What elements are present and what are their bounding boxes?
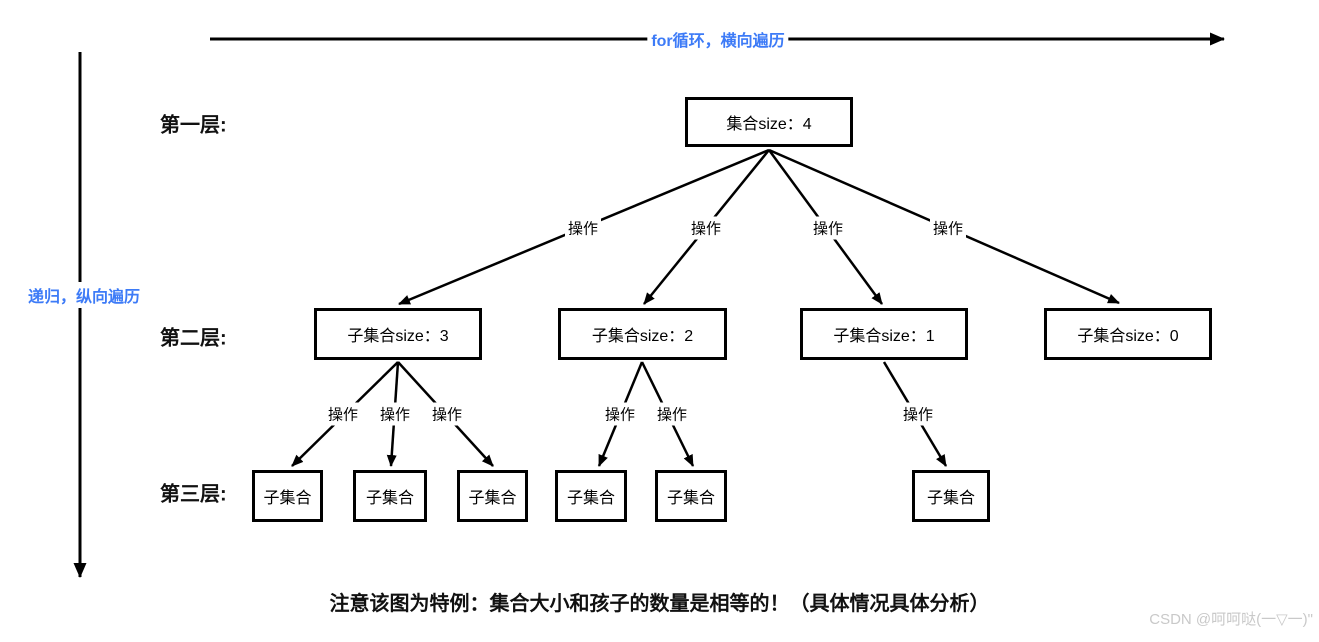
edge-label-op-2: 操作 — [687, 216, 725, 240]
tree-node-root: 集合size：4 — [685, 97, 853, 147]
edge-label-op-4: 操作 — [929, 216, 967, 240]
tree-node-l3-1: 子集合 — [252, 470, 323, 522]
edge-label-op-7: 操作 — [428, 402, 466, 426]
special-case-note: 注意该图为特例：集合大小和孩子的数量是相等的！（具体情况具体分析） — [329, 593, 990, 615]
edge-label-op-1: 操作 — [564, 216, 602, 240]
tree-node-l2-2: 子集合size：2 — [558, 308, 727, 360]
edge-label-op-8: 操作 — [601, 402, 639, 426]
tree-node-l2-4: 子集合size：0 — [1044, 308, 1212, 360]
row-label-level-2: 第二层: — [160, 327, 227, 350]
tree-node-l2-1: 子集合size：3 — [314, 308, 482, 360]
tree-node-l3-6: 子集合 — [912, 470, 990, 522]
row-label-level-3: 第三层: — [160, 483, 227, 506]
edge-label-op-10: 操作 — [899, 402, 937, 426]
edge-label-op-3: 操作 — [809, 216, 847, 240]
csdn-watermark: CSDN @呵呵哒(一▽一)" — [1149, 611, 1313, 628]
edge-label-op-9: 操作 — [653, 402, 691, 426]
tree-node-l3-2: 子集合 — [353, 470, 427, 522]
row-label-level-1: 第一层: — [160, 114, 227, 137]
tree-node-l2-3: 子集合size：1 — [800, 308, 968, 360]
tree-node-l3-3: 子集合 — [457, 470, 528, 522]
edge-label-op-5: 操作 — [324, 402, 362, 426]
tree-node-l3-5: 子集合 — [655, 470, 727, 522]
for-loop-axis-label: for循环，横向遍历 — [647, 26, 789, 52]
tree-node-l3-4: 子集合 — [555, 470, 627, 522]
recursion-axis-label: 递归，纵向遍历 — [23, 282, 145, 308]
edge-label-op-6: 操作 — [376, 402, 414, 426]
